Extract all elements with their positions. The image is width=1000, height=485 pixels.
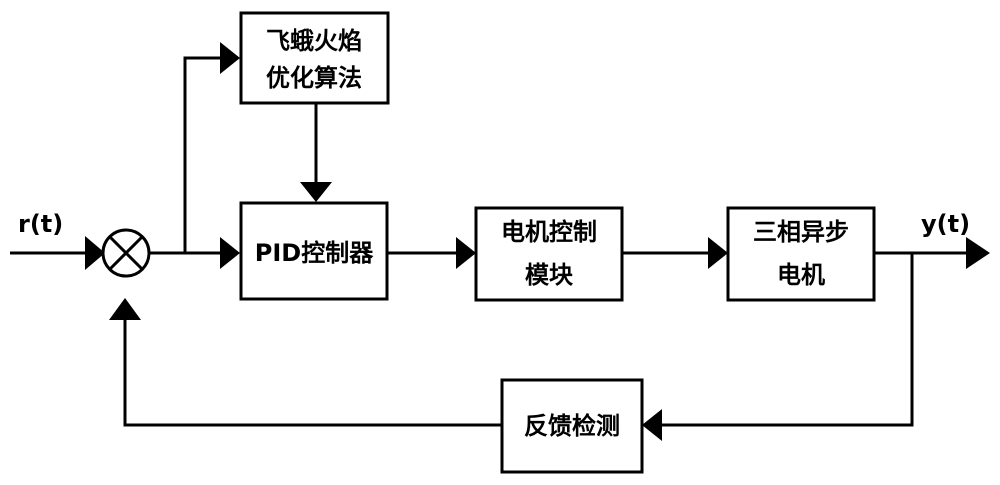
output-arrowhead bbox=[966, 237, 990, 269]
motor-input-arrowhead bbox=[708, 237, 728, 269]
output-signal-label: y(t) bbox=[921, 210, 970, 238]
induction-motor-block: 三相异步 电机 bbox=[728, 208, 874, 300]
optimizer-label-line-2: 优化算法 bbox=[266, 64, 362, 92]
pid-controller-block: PID控制器 bbox=[241, 203, 387, 299]
input-signal-label: r(t) bbox=[18, 210, 63, 238]
feedback-arrowhead bbox=[109, 298, 141, 320]
motor-control-label-line-1: 电机控制 bbox=[501, 218, 597, 246]
motor-control-input-arrowhead bbox=[456, 237, 476, 269]
optimizer-input-arrowhead bbox=[220, 42, 240, 74]
feedback-label: 反馈检测 bbox=[524, 412, 620, 440]
feedback-detection-block: 反馈检测 bbox=[502, 380, 642, 472]
optimizer-block: 飞蛾火焰 优化算法 bbox=[241, 13, 388, 103]
motor-control-label-line-2: 模块 bbox=[525, 261, 573, 289]
pid-input-arrowhead bbox=[220, 237, 240, 269]
feedback-return-wire bbox=[125, 318, 502, 425]
pid-controller-label: PID控制器 bbox=[255, 239, 374, 267]
optimizer-label-line-1: 飞蛾火焰 bbox=[266, 27, 362, 55]
summing-junction bbox=[103, 230, 149, 276]
motor-control-module-block: 电机控制 模块 bbox=[476, 208, 622, 300]
motor-label-line-2: 电机 bbox=[777, 261, 825, 289]
motor-label-line-1: 三相异步 bbox=[753, 218, 849, 246]
sum-to-optimizer-wire bbox=[185, 58, 222, 253]
feedback-input-arrowhead bbox=[642, 409, 662, 441]
tuning-arrowhead bbox=[300, 182, 332, 202]
